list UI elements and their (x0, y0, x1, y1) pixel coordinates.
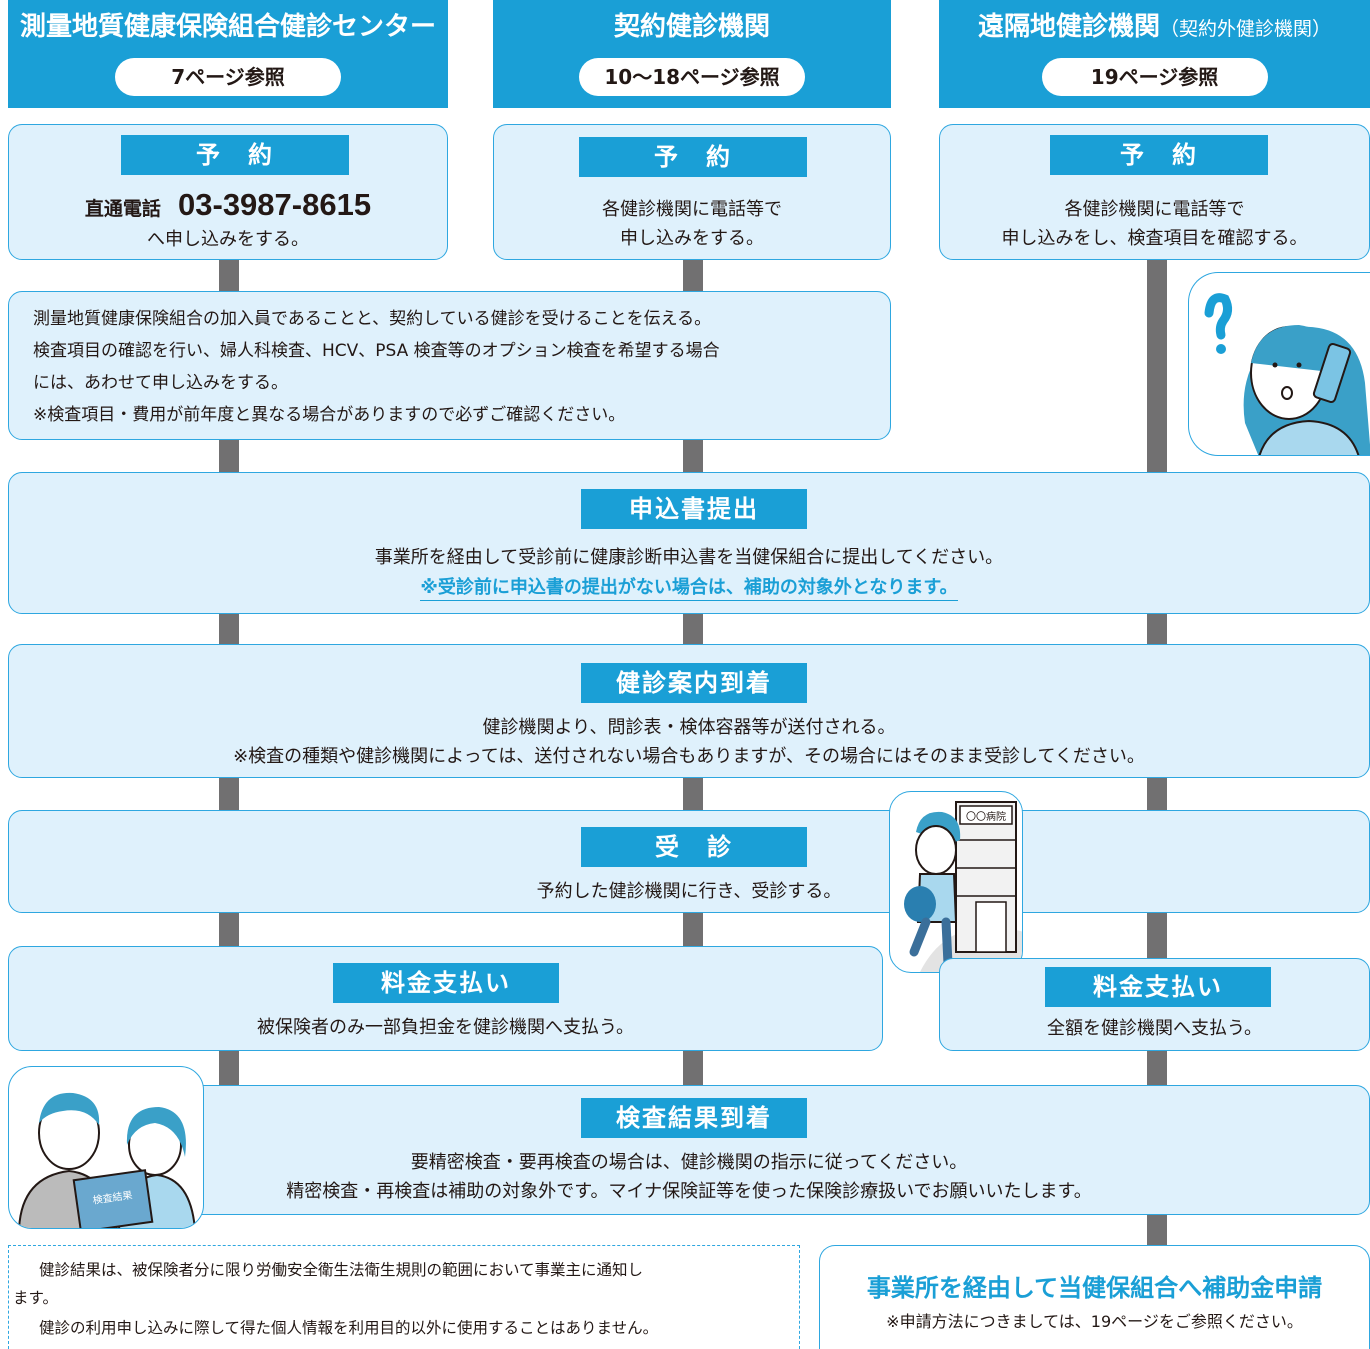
column-title-sub: （契約外健診機関） (1160, 18, 1332, 40)
privacy-note: 健診結果は、被保険者分に限り労働安全衛生法衛生規則の範囲において事業主に通知し … (8, 1245, 800, 1349)
phone-prefix: 直通電話 (84, 198, 161, 220)
connector (683, 913, 703, 946)
connector (683, 614, 703, 644)
arrival-text: 健診機関より、問診表・検体容器等が送付される。 (482, 717, 896, 738)
arrival-box: 健診案内到着 健診機関より、問診表・検体容器等が送付される。 ※検査の種類や健診… (8, 644, 1370, 778)
notice-box: 測量地質健康保険組合の加入員であることと、契約している健診を受けることを伝える。… (8, 291, 891, 440)
notice-line: 検査項目の確認を行い、婦人科検査、HCV、PSA 検査等のオプション検査を希望す… (33, 341, 720, 361)
arrival-text: ※検査の種類や健診機関によっては、送付されない場合もありますが、その場合にはその… (233, 746, 1145, 767)
connector (219, 440, 239, 472)
connector (1147, 913, 1167, 958)
connector (219, 614, 239, 644)
column-header-contract: 契約健診機関 10〜18ページ参照 (493, 0, 891, 108)
connector (683, 440, 703, 472)
privacy-text: ます。 (13, 1289, 58, 1307)
payment-label: 料金支払い (333, 963, 559, 1003)
reservation-text: 各健診機関に電話等で (1064, 199, 1245, 220)
subsidy-title: 事業所を経由して当健保組合へ補助金申請 (866, 1274, 1323, 1302)
reservation-label: 予 約 (579, 137, 807, 177)
phone-call-illustration (1188, 272, 1370, 456)
reservation-text: 申し込みをし、検査項目を確認する。 (1001, 228, 1308, 249)
results-label: 検査結果到着 (581, 1098, 807, 1138)
payment-text: 全額を健診機関へ支払う。 (1047, 1018, 1262, 1039)
connector (1147, 1215, 1167, 1245)
reservation-text: へ申し込みをする。 (147, 229, 309, 250)
reservation-text: 各健診機関に電話等で (602, 199, 782, 220)
subsidy-box: 事業所を経由して当健保組合へ補助金申請 ※申請方法につきましては、19ページをご… (819, 1245, 1370, 1349)
warning-text: ※受診前に申込書の提出がない場合は、補助の対象外となります。 (420, 577, 958, 601)
payment-box-member: 料金支払い 被保険者のみ一部負担金を健診機関へ支払う。 (8, 946, 883, 1051)
phone-number: 03-3987-8615 (178, 187, 372, 222)
reservation-box-health-center: 予 約 直通電話 03-3987-8615 へ申し込みをする。 (8, 124, 448, 260)
page-ref-pill: 7ページ参照 (115, 58, 341, 96)
hospital-sign: 〇〇病院 (966, 810, 1006, 823)
application-box: 申込書提出 事業所を経由して受診前に健康診断申込書を当健保組合に提出してください… (8, 472, 1370, 614)
application-warning: ※受診前に申込書の提出がない場合は、補助の対象外となります。 (9, 573, 1369, 602)
column-title: 遠隔地健診機関（契約外健診機関） (977, 12, 1332, 42)
payment-box-remote: 料金支払い 全額を健診機関へ支払う。 (939, 958, 1370, 1051)
reservation-label: 予 約 (121, 135, 349, 175)
connector (1147, 614, 1167, 644)
reservation-text: 申し込みをする。 (620, 228, 764, 249)
column-title: 測量地質健康保険組合健診センター (19, 12, 436, 42)
notice-line: ※検査項目・費用が前年度と異なる場合がありますので必ずご確認ください。 (33, 405, 626, 425)
subsidy-note: ※申請方法につきましては、19ページをご参照ください。 (886, 1312, 1303, 1331)
payment-label: 料金支払い (1045, 967, 1271, 1007)
visit-text: 予約した健診機関に行き、受診する。 (536, 881, 842, 902)
results-box: 検査結果到着 要精密検査・要再検査の場合は、健診機関の指示に従ってください。 精… (8, 1085, 1370, 1215)
results-text: 精密検査・再検査は補助の対象外です。マイナ保険証等を使った保険診療扱いでお願いい… (286, 1181, 1092, 1202)
connector (1147, 778, 1167, 810)
results-couple-illustration: 検査結果 (8, 1066, 204, 1229)
hospital-visit-illustration: 〇〇病院 (889, 791, 1023, 973)
privacy-text: 健診の利用申し込みに際して得た個人情報を利用目的以外に使用することはありません。 (39, 1319, 659, 1337)
application-text: 事業所を経由して受診前に健康診断申込書を当健保組合に提出してください。 (374, 547, 1004, 568)
payment-text: 被保険者のみ一部負担金を健診機関へ支払う。 (257, 1017, 634, 1038)
connector (219, 778, 239, 810)
page-ref-pill: 10〜18ページ参照 (579, 58, 805, 96)
connector (1147, 1051, 1167, 1085)
connector (219, 260, 239, 291)
connector (683, 260, 703, 291)
connector (1147, 260, 1167, 472)
column-title: 契約健診機関 (613, 12, 770, 42)
worried-woman-icon (1204, 293, 1370, 455)
privacy-text: 健診結果は、被保険者分に限り労働安全衛生法衛生規則の範囲において事業主に通知し (39, 1261, 644, 1279)
page-ref-pill: 19ページ参照 (1041, 58, 1268, 96)
notice-line: 測量地質健康保険組合の加入員であることと、契約している健診を受けることを伝える。 (33, 309, 712, 329)
column-header-remote: 遠隔地健診機関（契約外健診機関） 19ページ参照 (939, 0, 1370, 108)
couple-reading-results-icon: 検査結果 (18, 1092, 196, 1228)
reservation-box-contract: 予 約 各健診機関に電話等で 申し込みをする。 (493, 124, 891, 260)
connector (219, 1051, 239, 1085)
connector (683, 778, 703, 810)
connector (219, 913, 239, 946)
reservation-label: 予 約 (1050, 135, 1268, 175)
column-header-health-center: 測量地質健康保険組合健診センター 7ページ参照 (8, 0, 448, 108)
notice-line: には、あわせて申し込みをする。 (33, 373, 288, 393)
visit-label: 受 診 (581, 827, 807, 867)
reservation-box-remote: 予 約 各健診機関に電話等で 申し込みをし、検査項目を確認する。 (939, 124, 1370, 260)
connector (683, 1051, 703, 1085)
woman-walking-icon: 〇〇病院 (904, 801, 1022, 972)
arrival-label: 健診案内到着 (581, 663, 807, 703)
visit-box: 受 診 予約した健診機関に行き、受診する。 (8, 810, 1370, 913)
application-label: 申込書提出 (581, 489, 807, 529)
results-text: 要精密検査・要再検査の場合は、健診機関の指示に従ってください。 (410, 1152, 968, 1173)
direct-phone: 直通電話 03-3987-8615 (9, 187, 447, 223)
